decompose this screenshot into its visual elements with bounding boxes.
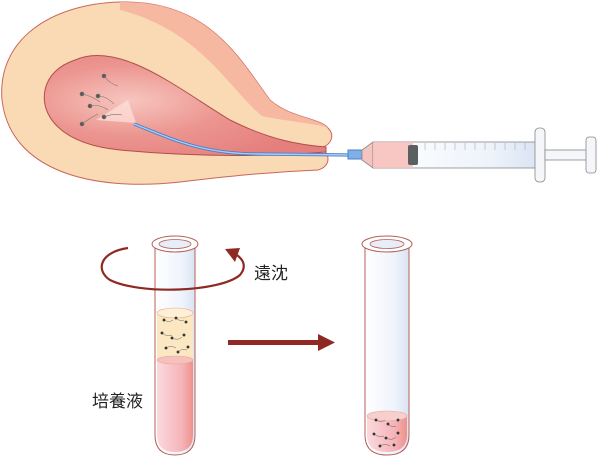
culture-medium-label: 培養液 [92,392,143,412]
syringe [347,127,597,183]
centrifuge-label: 遠沈 [254,264,288,284]
test-tube-before [151,235,199,456]
test-tube-after [361,235,413,456]
uterus [1,1,333,185]
sperm-cells [79,73,123,127]
process-arrow-icon [228,334,335,351]
rotation-arrow-icon [100,246,245,291]
